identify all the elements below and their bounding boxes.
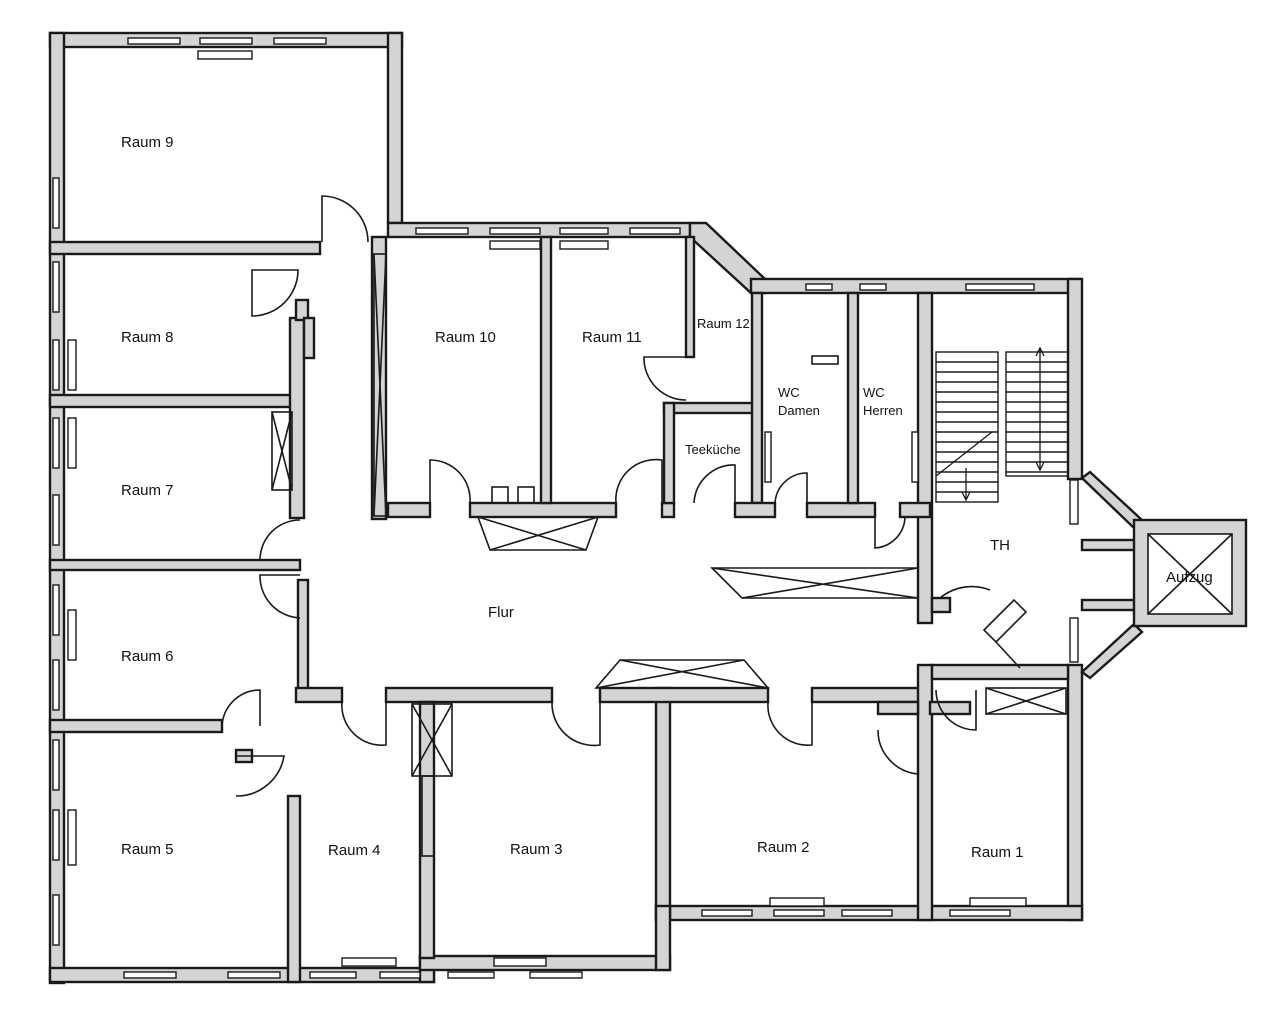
label-flur: Flur xyxy=(488,604,514,621)
shafts xyxy=(271,253,1233,857)
label-wc-herren-1: WC xyxy=(863,385,885,400)
label-raum-5: Raum 5 xyxy=(121,841,174,858)
label-raum-3: Raum 3 xyxy=(510,841,563,858)
label-raum-10: Raum 10 xyxy=(435,329,496,346)
label-raum-12: Raum 12 xyxy=(697,316,750,331)
doors xyxy=(221,195,1028,797)
staircase xyxy=(935,346,1069,503)
label-raum-6: Raum 6 xyxy=(121,648,174,665)
label-wc-damen-1: WC xyxy=(778,385,800,400)
label-raum-11: Raum 11 xyxy=(582,329,642,346)
label-raum-1: Raum 1 xyxy=(971,844,1024,861)
label-wc-herren-2: Herren xyxy=(863,403,903,418)
label-th: TH xyxy=(990,537,1010,554)
windows xyxy=(52,37,1079,979)
label-raum-8: Raum 8 xyxy=(121,329,174,346)
label-wc-damen-2: Damen xyxy=(778,403,820,418)
room-labels: Raum 9 Raum 8 Raum 7 Raum 6 Raum 5 Raum … xyxy=(121,134,1213,861)
walls xyxy=(48,31,1248,985)
label-raum-7: Raum 7 xyxy=(121,482,174,499)
label-raum-2: Raum 2 xyxy=(757,839,810,856)
label-aufzug: Aufzug xyxy=(1166,569,1213,586)
label-teekueche: Teeküche xyxy=(685,442,741,457)
label-raum-4: Raum 4 xyxy=(328,842,381,859)
label-raum-9: Raum 9 xyxy=(121,134,174,151)
